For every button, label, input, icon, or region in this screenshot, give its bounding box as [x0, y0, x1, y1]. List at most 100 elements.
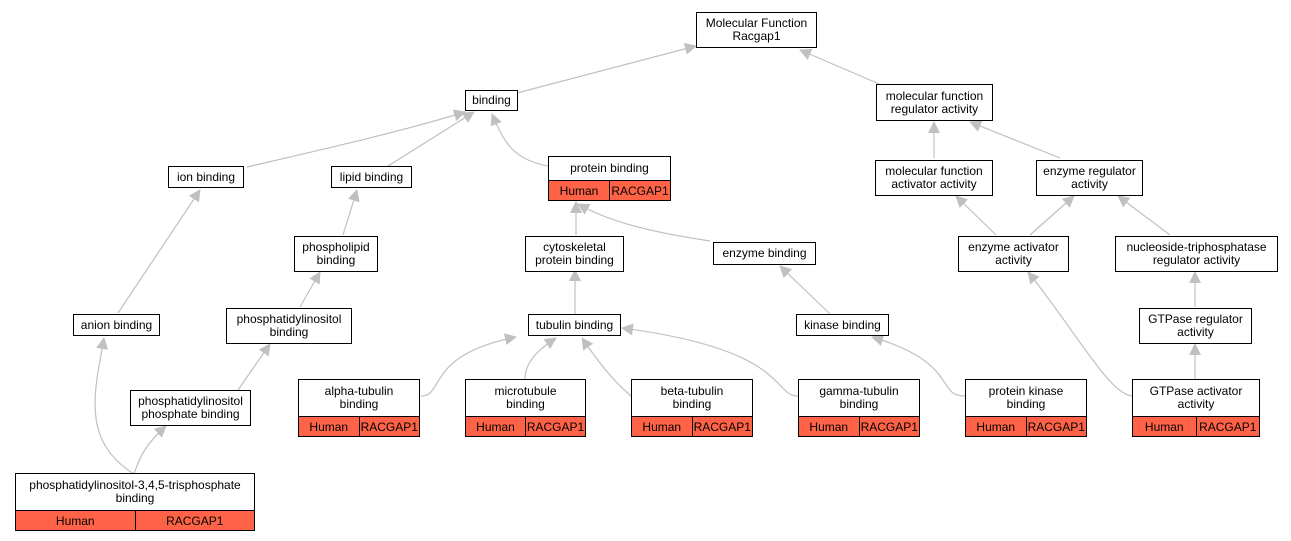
gene-tag: RACGAP1	[609, 181, 670, 200]
annotation-tags: Human RACGAP1	[1133, 416, 1259, 436]
node-label: microtubule binding	[494, 384, 557, 411]
species-tag: Human	[1144, 419, 1184, 434]
annotation-tags: Human RACGAP1	[466, 416, 585, 436]
species-tag: Human	[976, 419, 1016, 434]
node-mfra[interactable]: molecular function regulator activity	[876, 84, 993, 121]
edge-eaa-era	[1029, 195, 1075, 236]
species-tag: Human	[809, 419, 849, 434]
species-tag: Human	[642, 419, 682, 434]
node-tubulin[interactable]: tubulin binding	[528, 314, 621, 336]
node-label: phospholipid binding	[302, 240, 370, 267]
edge-binding-mf	[516, 42, 697, 94]
node-label: protein binding	[570, 161, 649, 175]
gene-tag: RACGAP1	[134, 511, 255, 530]
species-tag: Human	[559, 183, 599, 198]
node-label: molecular function regulator activity	[885, 88, 984, 116]
node-label: GTPase activator activity	[1149, 384, 1243, 411]
edge-phospholipid-lipid	[342, 189, 360, 236]
node-label: beta-tubulin binding	[660, 384, 724, 411]
node-anion[interactable]: anion binding	[73, 314, 160, 336]
node-binding[interactable]: binding	[465, 90, 518, 111]
node-label: enzyme regulator activity	[1043, 164, 1136, 191]
edge-lipid-binding	[387, 111, 475, 167]
node-label: kinase binding	[804, 317, 881, 332]
edge-anion-ion	[117, 189, 201, 314]
edge-eaa-mfaa	[955, 195, 997, 236]
edge-pib-phospholipid	[299, 271, 321, 308]
edge-ntra-era	[1117, 195, 1171, 236]
node-label: cytoskeletal protein binding	[535, 240, 614, 267]
node-kinase[interactable]: kinase binding	[796, 314, 889, 336]
node-label: protein kinase binding	[988, 384, 1064, 411]
node-mf[interactable]: Molecular Function Racgap1	[696, 12, 817, 48]
node-label: alpha-tubulin binding	[324, 384, 394, 411]
gene-tag: RACGAP1	[1025, 417, 1087, 436]
node-label: gamma-tubulin binding	[819, 384, 899, 411]
edge-pkb-kinase	[871, 334, 966, 397]
edge-mfra-mf	[799, 48, 885, 87]
edge-era-mfra	[969, 120, 1061, 159]
node-label: lipid binding	[339, 169, 404, 184]
gene-tag: RACGAP1	[525, 417, 585, 436]
node-label: ion binding	[176, 169, 236, 184]
node-label: binding	[472, 93, 511, 107]
annotation-tags: Human RACGAP1	[299, 416, 419, 436]
node-pipb[interactable]: phosphatidylinositol phosphate binding	[130, 390, 251, 426]
node-phospholipid[interactable]: phospholipid binding	[294, 236, 378, 272]
edge-alpha-tubulin	[420, 333, 517, 397]
node-label: enzyme activator activity	[968, 240, 1059, 267]
node-label: Molecular Function Racgap1	[705, 16, 808, 43]
edge-kinase-enzyme	[779, 265, 831, 315]
species-tag: Human	[309, 419, 349, 434]
edge-protein-binding	[490, 113, 549, 167]
node-enzyme[interactable]: enzyme binding	[713, 242, 816, 265]
node-label: anion binding	[80, 317, 153, 332]
annotation-tags: Human RACGAP1	[799, 416, 919, 436]
node-label: nucleoside-triphosphatase regulator acti…	[1126, 240, 1267, 267]
node-eaa[interactable]: enzyme activator activity	[958, 236, 1069, 272]
edge-gamma-tubulin	[621, 323, 799, 397]
node-label: GTPase regulator activity	[1148, 312, 1243, 339]
edge-beta-tubulin	[581, 337, 632, 397]
edge-micro-tubulin	[524, 337, 557, 380]
gene-tag: RACGAP1	[691, 417, 753, 436]
node-lipid[interactable]: lipid binding	[331, 166, 412, 188]
node-label: phosphatidylinositol binding	[236, 312, 342, 339]
node-label: enzyme binding	[722, 246, 807, 260]
annotation-tags: Human RACGAP1	[966, 416, 1086, 436]
species-tag: Human	[55, 513, 95, 528]
node-cyto[interactable]: cytoskeletal protein binding	[525, 236, 624, 272]
edge-anion-pip3	[94, 337, 135, 475]
node-label: molecular function activator activity	[885, 164, 983, 191]
node-label: phosphatidylinositol phosphate binding	[138, 394, 243, 421]
gene-tag: RACGAP1	[858, 417, 920, 436]
node-ntra[interactable]: nucleoside-triphosphatase regulator acti…	[1115, 236, 1278, 272]
node-label: phosphatidylinositol-3,4,5-trisphosphate…	[29, 478, 241, 505]
node-pib[interactable]: phosphatidylinositol binding	[226, 308, 352, 344]
gene-tag: RACGAP1	[358, 417, 420, 436]
edge-ion-binding	[246, 109, 466, 168]
annotation-tags: Human RACGAP1	[549, 180, 670, 200]
gene-tag: RACGAP1	[1195, 417, 1260, 436]
node-pip3[interactable]: phosphatidylinositol-3,4,5-trisphosphate…	[15, 473, 255, 531]
edge-pipb-pip3	[133, 425, 167, 475]
node-mfaa[interactable]: molecular function activator activity	[875, 160, 993, 196]
annotation-tags: Human RACGAP1	[632, 416, 752, 436]
node-era[interactable]: enzyme regulator activity	[1036, 160, 1143, 196]
edge-pipb-pib	[237, 343, 271, 391]
annotation-tags: Human RACGAP1	[16, 510, 254, 530]
edge-enzyme-protein	[577, 203, 711, 242]
node-ion[interactable]: ion binding	[168, 166, 244, 188]
node-gtpra[interactable]: GTPase regulator activity	[1139, 308, 1252, 344]
species-tag: Human	[476, 419, 515, 434]
node-label: tubulin binding	[535, 317, 614, 332]
